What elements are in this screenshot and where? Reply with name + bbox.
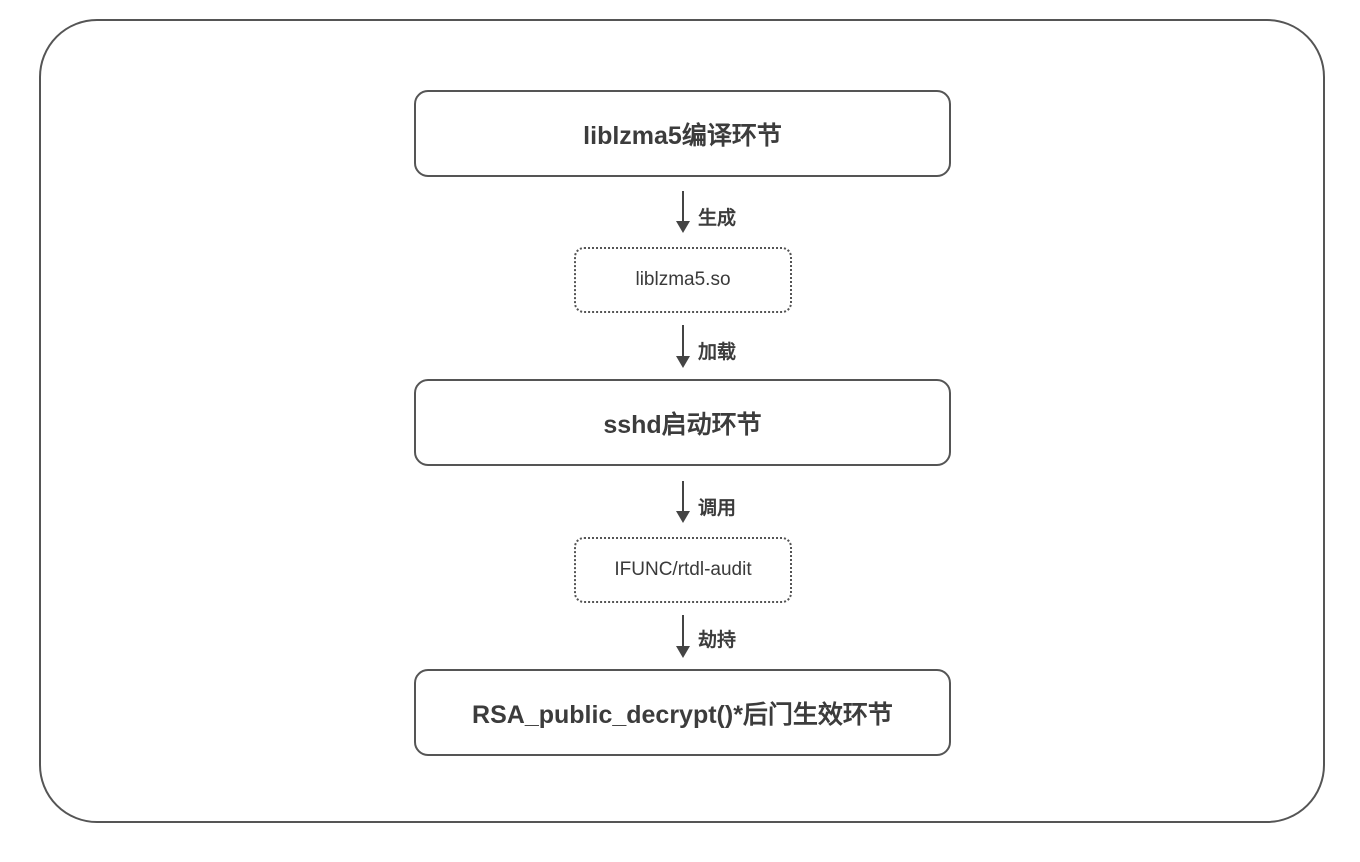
node-label: RSA_public_decrypt()*后门生效环节	[472, 700, 893, 729]
edge-label-call: 调用	[698, 498, 737, 519]
node-label: liblzma5.so	[635, 269, 731, 290]
node-sshd-startup: sshd启动环节	[414, 379, 951, 466]
edge-label-generate: 生成	[698, 208, 737, 229]
arrow-down-icon	[676, 191, 690, 233]
node-rsa-backdoor: RSA_public_decrypt()*后门生效环节	[414, 669, 951, 756]
node-liblzma-compile: liblzma5编译环节	[414, 90, 951, 177]
node-label: liblzma5编译环节	[583, 121, 782, 150]
node-ifunc-rtdl-audit: IFUNC/rtdl-audit	[574, 537, 792, 603]
diagram-frame	[39, 19, 1325, 823]
arrow-down-icon	[676, 481, 690, 523]
node-liblzma-so: liblzma5.so	[574, 247, 792, 313]
node-label: IFUNC/rtdl-audit	[614, 559, 752, 580]
arrow-down-icon	[676, 615, 690, 658]
edge-label-load: 加载	[698, 342, 737, 363]
arrow-down-icon	[676, 325, 690, 368]
node-label: sshd启动环节	[603, 410, 762, 439]
edge-label-hijack: 劫持	[698, 630, 737, 651]
